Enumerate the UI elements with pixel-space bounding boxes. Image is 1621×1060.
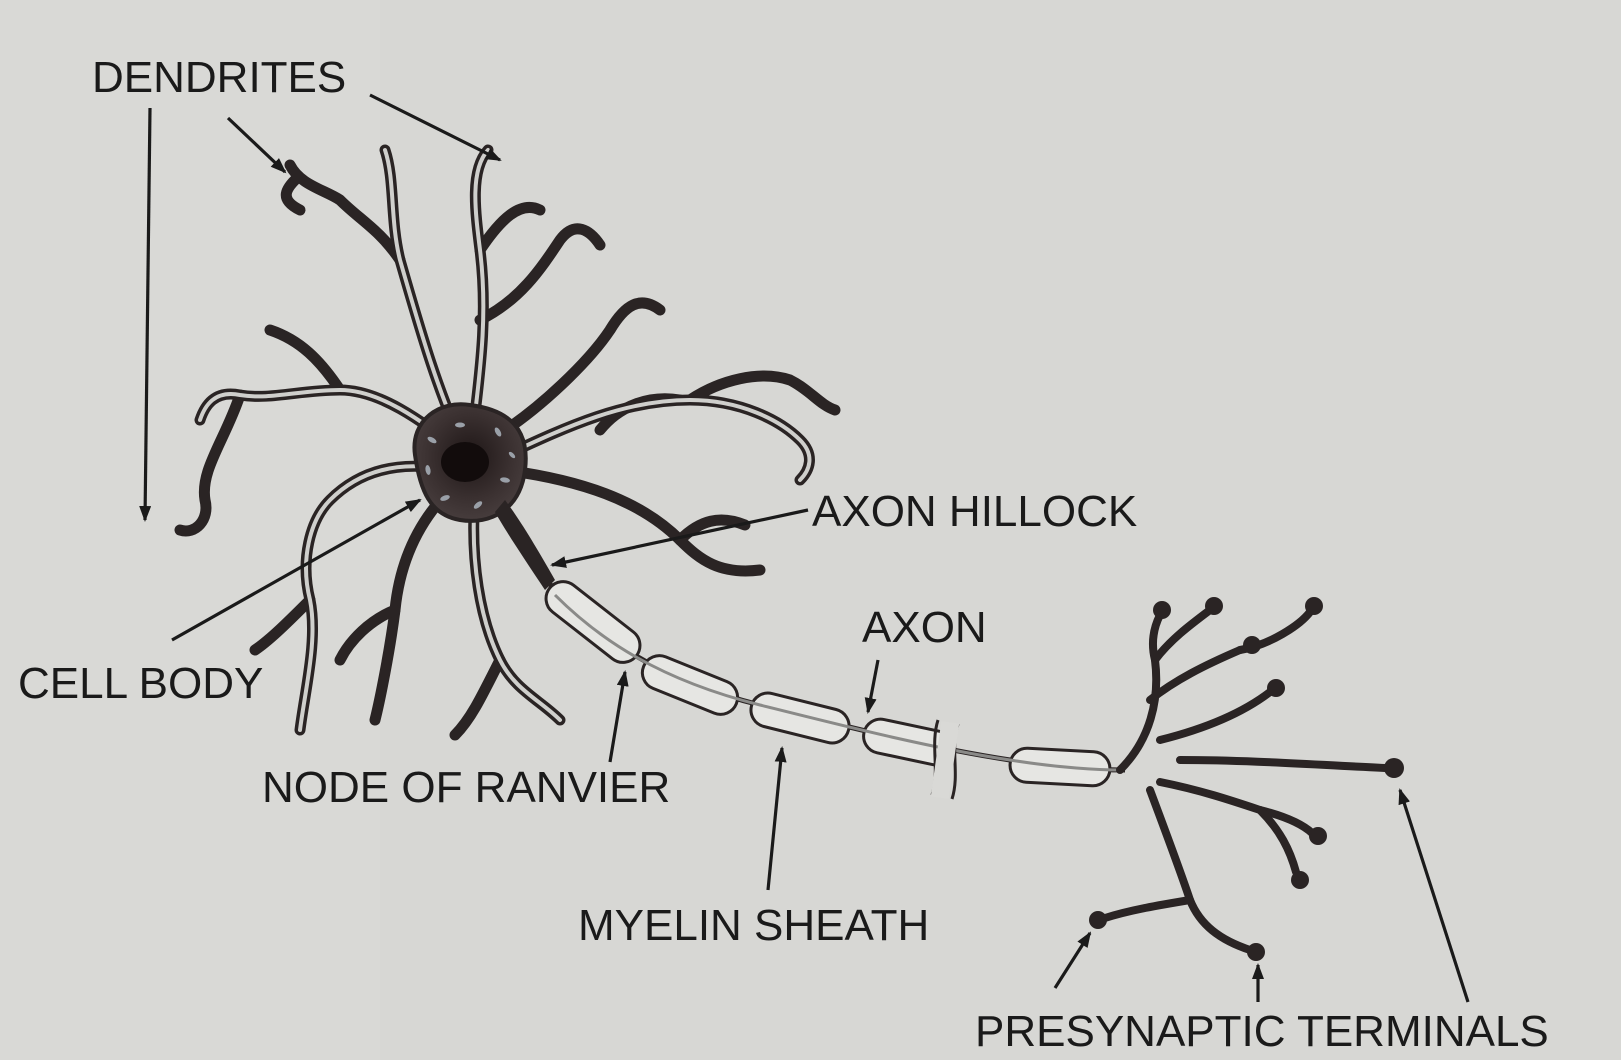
- label-dendrites: DENDRITES: [92, 53, 346, 102]
- label-cell-body: CELL BODY: [18, 659, 263, 708]
- label-myelin-sheath: MYELIN SHEATH: [578, 901, 929, 950]
- label-axon: AXON: [862, 603, 987, 652]
- label-presynaptic-terminals: PRESYNAPTIC TERMINALS: [975, 1007, 1549, 1056]
- label-node-of-ranvier: NODE OF RANVIER: [262, 763, 670, 812]
- cell-body: [414, 404, 525, 521]
- label-axon-hillock: AXON HILLOCK: [812, 487, 1137, 536]
- nucleus: [441, 442, 489, 482]
